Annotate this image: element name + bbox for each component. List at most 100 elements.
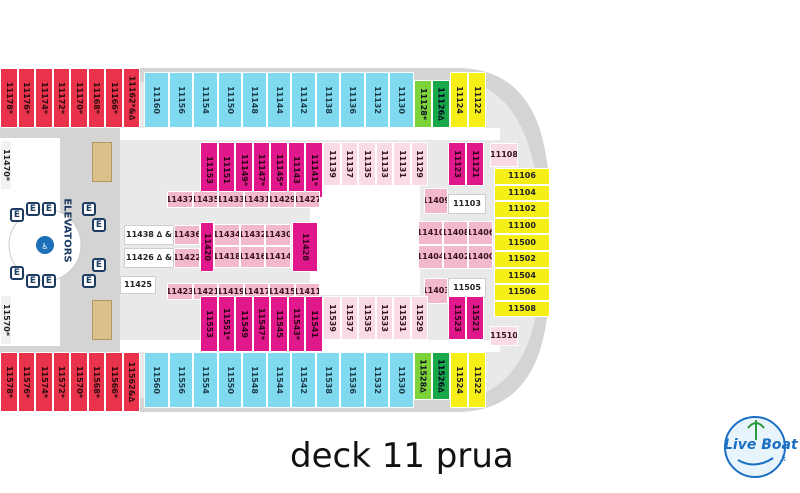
cabin[interactable]: 11539 <box>323 296 341 340</box>
cabin[interactable]: 11506 <box>494 284 550 301</box>
cabin[interactable]: 11409 <box>424 188 448 214</box>
cabin[interactable]: 11123 <box>448 142 466 186</box>
cabin[interactable]: 11128* <box>414 80 432 128</box>
cabin[interactable]: 11554 <box>193 352 218 408</box>
cabin[interactable]: 11547* <box>252 296 270 352</box>
cabin[interactable]: 11422 <box>174 248 200 268</box>
cabin[interactable]: 11104 <box>494 184 550 202</box>
cabin[interactable]: 11508 <box>494 300 550 318</box>
cabin[interactable]: 11160 <box>144 72 169 128</box>
cabin[interactable]: 11137 <box>340 142 358 186</box>
cabin[interactable]: 11420 <box>200 222 214 272</box>
cabin[interactable]: 11172* <box>52 68 70 128</box>
cabin[interactable]: 11418 <box>214 246 240 268</box>
cabin[interactable]: 11529 <box>410 296 428 340</box>
cabin[interactable]: 11530 <box>389 352 414 408</box>
cabin[interactable]: 11536 <box>340 352 365 408</box>
cabin[interactable]: 11400 <box>468 245 493 269</box>
cabin[interactable]: 11144 <box>266 72 291 128</box>
cabin[interactable]: 11154 <box>193 72 218 128</box>
cabin[interactable]: 11151 <box>217 142 235 198</box>
cabin[interactable]: 11124 <box>450 72 468 128</box>
cabin[interactable]: 11433 <box>218 191 244 208</box>
cabin[interactable]: 11545 <box>270 296 288 352</box>
cabin[interactable]: 11551* <box>217 296 235 352</box>
cabin[interactable]: 11548 <box>242 352 267 408</box>
cabin[interactable]: 11427 <box>294 191 320 208</box>
cabin[interactable]: 11432 <box>239 224 265 246</box>
cabin[interactable]: 11572* <box>52 352 70 412</box>
cabin[interactable]: 11415 <box>269 283 295 300</box>
cabin[interactable]: 11510 <box>490 326 518 346</box>
cabin[interactable]: 11121 <box>466 142 484 186</box>
cabin[interactable]: 11145* <box>270 142 288 198</box>
cabin[interactable]: 11141* <box>305 142 323 198</box>
cabin[interactable]: 11136 <box>340 72 365 128</box>
cabin[interactable]: 11430 <box>265 224 291 246</box>
cabin[interactable]: 11549 <box>235 296 253 352</box>
cabin[interactable]: 11138 <box>315 72 340 128</box>
cabin[interactable]: 11425 <box>120 276 156 294</box>
cabin[interactable]: 11533 <box>375 296 393 340</box>
cabin[interactable]: 11531 <box>393 296 411 340</box>
cabin[interactable]: 11170* <box>70 68 88 128</box>
cabin[interactable]: 11106 <box>494 168 550 185</box>
cabin[interactable]: 11578* <box>0 352 18 412</box>
cabin[interactable]: 11130 <box>389 72 414 128</box>
cabin[interactable]: 11129 <box>410 142 428 186</box>
cabin[interactable]: 11562&∆ <box>122 352 140 412</box>
cabin[interactable]: 11153 <box>200 142 218 198</box>
cabin[interactable]: 11505 <box>448 278 486 298</box>
cabin[interactable]: 11435 <box>192 191 218 208</box>
cabin[interactable]: 11149* <box>235 142 253 198</box>
cabin[interactable]: 11126∆ <box>432 80 450 128</box>
cabin[interactable]: 11108 <box>490 143 518 167</box>
cabin[interactable]: 11402 <box>443 245 468 269</box>
cabin[interactable]: 11428 <box>292 222 318 272</box>
cabin[interactable]: 11436 <box>174 225 200 245</box>
cabin[interactable]: 11408 <box>443 221 468 245</box>
cabin[interactable]: 11100 <box>494 217 550 235</box>
cabin[interactable]: 11103 <box>448 194 486 214</box>
cabin[interactable]: 11147* <box>252 142 270 198</box>
cabin[interactable]: 11568* <box>87 352 105 412</box>
cabin[interactable]: 11406 <box>468 221 493 245</box>
cabin[interactable]: 11537 <box>340 296 358 340</box>
cabin-partial[interactable]: 11570* <box>0 295 12 345</box>
cabin[interactable]: 11560 <box>144 352 169 408</box>
cabin[interactable]: 11576* <box>17 352 35 412</box>
cabin[interactable]: 11528∆ <box>414 352 432 400</box>
cabin[interactable]: 11423 <box>167 283 193 300</box>
cabin[interactable]: 11133 <box>375 142 393 186</box>
cabin[interactable]: 11156 <box>168 72 193 128</box>
cabin[interactable]: 11535 <box>358 296 376 340</box>
cabin[interactable]: 11416 <box>239 246 265 268</box>
cabin[interactable]: 11178* <box>0 68 18 128</box>
cabin[interactable]: 11538 <box>315 352 340 408</box>
cabin[interactable]: 11168* <box>87 68 105 128</box>
cabin[interactable]: 11404 <box>418 245 443 269</box>
cabin[interactable]: 11522 <box>468 352 486 408</box>
cabin[interactable]: 11431 <box>243 191 269 208</box>
cabin[interactable]: 11550 <box>217 352 242 408</box>
cabin[interactable]: 11504 <box>494 267 550 285</box>
cabin[interactable]: 11131 <box>393 142 411 186</box>
cabin[interactable]: 11150 <box>217 72 242 128</box>
cabin[interactable]: 11438 ∆ & <box>124 225 174 245</box>
cabin[interactable]: 11570* <box>70 352 88 412</box>
cabin[interactable]: 11148 <box>242 72 267 128</box>
cabin[interactable]: 11139 <box>323 142 341 186</box>
cabin[interactable]: 11414 <box>265 246 291 268</box>
cabin[interactable]: 11553 <box>200 296 218 352</box>
cabin[interactable]: 11542 <box>291 352 316 408</box>
cabin[interactable]: 11142 <box>291 72 316 128</box>
cabin[interactable]: 11524 <box>450 352 468 408</box>
cabin[interactable]: 11132 <box>364 72 389 128</box>
cabin[interactable]: 11566* <box>105 352 123 412</box>
cabin[interactable]: 11541 <box>305 296 323 352</box>
cabin[interactable]: 11135 <box>358 142 376 186</box>
cabin[interactable]: 11403 <box>424 278 448 304</box>
cabin[interactable]: 11176* <box>17 68 35 128</box>
cabin[interactable]: 11143 <box>287 142 305 198</box>
cabin[interactable]: 11500 <box>494 234 550 251</box>
